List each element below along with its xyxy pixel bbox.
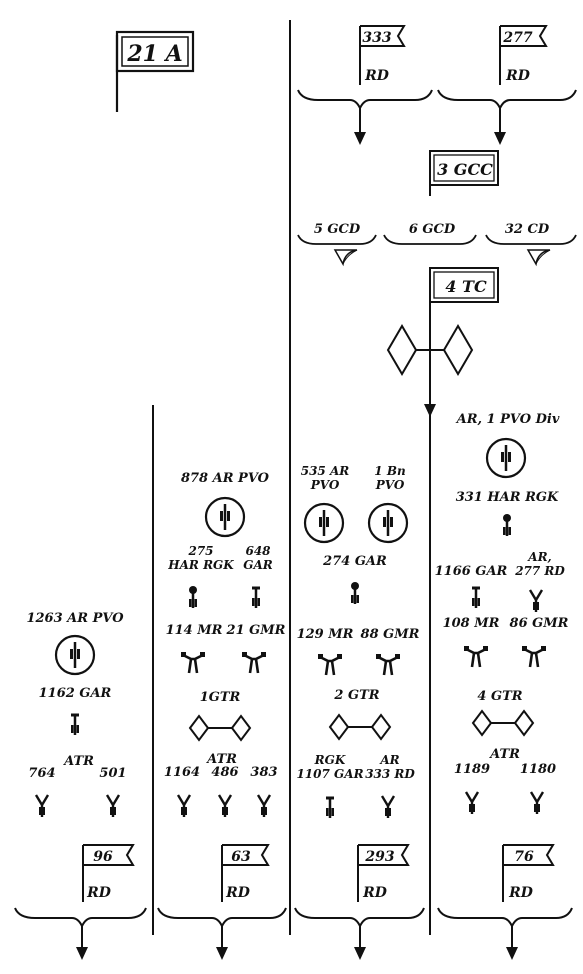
tank-symbol — [386, 318, 474, 417]
gun-symbol — [349, 580, 361, 606]
atr-symbol — [380, 794, 396, 820]
cavalry-division-label: 6 GCD — [409, 222, 456, 237]
atr-unit-label: 501 — [99, 766, 126, 781]
atr-symbol — [217, 793, 233, 819]
cavalry-division-5: 5 GCD — [297, 222, 377, 265]
pvo-symbol — [54, 634, 96, 676]
top-unit-333: 333 RD — [297, 25, 433, 145]
cavalry-division-label: 5 GCD — [314, 222, 361, 237]
division-type: RD — [362, 885, 388, 901]
mortar-label: 108 MR — [443, 616, 500, 631]
cavalry-division-6: 6 GCD — [383, 222, 477, 245]
gun-symbol — [324, 796, 336, 820]
top-unit-number: 277 — [502, 30, 532, 46]
gtr-symbol — [329, 714, 391, 740]
atr-symbol — [105, 793, 121, 819]
division-type: RD — [86, 885, 112, 901]
army-flag: 21 A — [115, 30, 195, 112]
group-4: AR, 1 PVO Div 331 HAR RGK 1166 GAR AR,27… — [435, 412, 573, 960]
mortar-symbol — [179, 650, 207, 675]
mortar-symbol — [520, 644, 548, 669]
atr-symbol — [464, 790, 480, 816]
pvo-symbol — [485, 437, 527, 479]
gtr-label: 4 GTR — [477, 689, 522, 704]
gun-label: 1166 GAR — [435, 564, 508, 579]
gun-label: AR,277 RD — [514, 550, 565, 578]
gtr-symbol — [189, 715, 251, 741]
mortar-symbol — [462, 644, 490, 669]
mortar-symbol — [374, 652, 402, 677]
tank-corps-label: 4 TC — [445, 277, 487, 296]
division-number: 96 — [93, 849, 113, 865]
tank-corps-flag: 4 TC — [429, 267, 499, 318]
atr-unit-label: 1180 — [520, 762, 556, 777]
division-type: RD — [508, 885, 534, 901]
mortar-label: 114 MR — [166, 623, 223, 638]
group-1: 1263 AR PVO 1162 GAR ATR 764 501 96 RD — [14, 611, 147, 960]
gun-label: 1162 GAR — [39, 686, 112, 701]
mortar-label: 86 GMR — [510, 616, 569, 631]
atr-symbol — [176, 793, 192, 819]
atr-symbol — [528, 588, 544, 614]
cavalry-corps-flag: 3 GCC — [429, 150, 499, 196]
army-label: 21 A — [126, 41, 182, 67]
cavalry-division-label: 32 CD — [505, 222, 550, 237]
gtr-label: 2 GTR — [333, 688, 379, 703]
pvo-symbol — [204, 496, 246, 538]
gtr-symbol — [472, 710, 534, 736]
gun-label: 274 GAR — [322, 554, 387, 569]
gun-label: 331 HAR RGK — [456, 490, 559, 505]
division-flag: 63 RD — [157, 844, 287, 960]
atr-symbol — [34, 793, 50, 819]
pvo-symbol — [367, 502, 409, 544]
atr-unit-label: 764 — [28, 766, 55, 781]
gun-symbol — [470, 586, 482, 610]
division-type: RD — [225, 885, 251, 901]
cavalry-division-32: 32 CD — [485, 222, 577, 265]
division-flag: 76 RD — [437, 844, 573, 960]
gtr-label: 1GTR — [200, 690, 241, 705]
mortar-symbol — [240, 650, 268, 675]
gun-symbol — [187, 584, 199, 610]
pvo-label: AR, 1 PVO Div — [455, 412, 560, 427]
pvo-label: 1263 AR PVO — [26, 611, 124, 626]
atr-unit-label: 1189 — [454, 762, 490, 777]
top-unit-277: 277 RD — [437, 25, 577, 145]
top-unit-type: RD — [505, 68, 531, 84]
division-flag: 96 RD — [14, 844, 147, 960]
cavalry-corps-label: 3 GCC — [437, 160, 493, 179]
atr-unit-label: 1164 — [164, 765, 200, 780]
gun-symbol — [250, 586, 262, 610]
atr-heading: ATR — [62, 754, 94, 769]
atr-symbol — [256, 793, 272, 819]
pvo-label: 878 AR PVO — [181, 471, 270, 486]
atr-heading: ATR — [488, 747, 520, 762]
top-unit-number: 333 — [362, 30, 391, 46]
atr-unit-label: 486 — [211, 765, 238, 780]
top-unit-type: RD — [364, 68, 390, 84]
division-number: 293 — [364, 849, 394, 865]
division-number: 63 — [231, 849, 251, 865]
atr-symbol — [529, 790, 545, 816]
mortar-label: 88 GMR — [361, 627, 420, 642]
mortar-symbol — [316, 652, 344, 677]
division-flag: 293 RD — [294, 844, 425, 960]
division-number: 76 — [514, 849, 534, 865]
mortar-label: 129 MR — [297, 627, 354, 642]
gun-symbol — [501, 512, 513, 538]
atr-unit-label: 383 — [250, 765, 277, 780]
gun-symbol — [69, 713, 81, 737]
pvo-symbol — [303, 502, 345, 544]
mortar-label: 21 GMR — [226, 623, 286, 638]
atr-heading: ATR — [205, 752, 237, 767]
